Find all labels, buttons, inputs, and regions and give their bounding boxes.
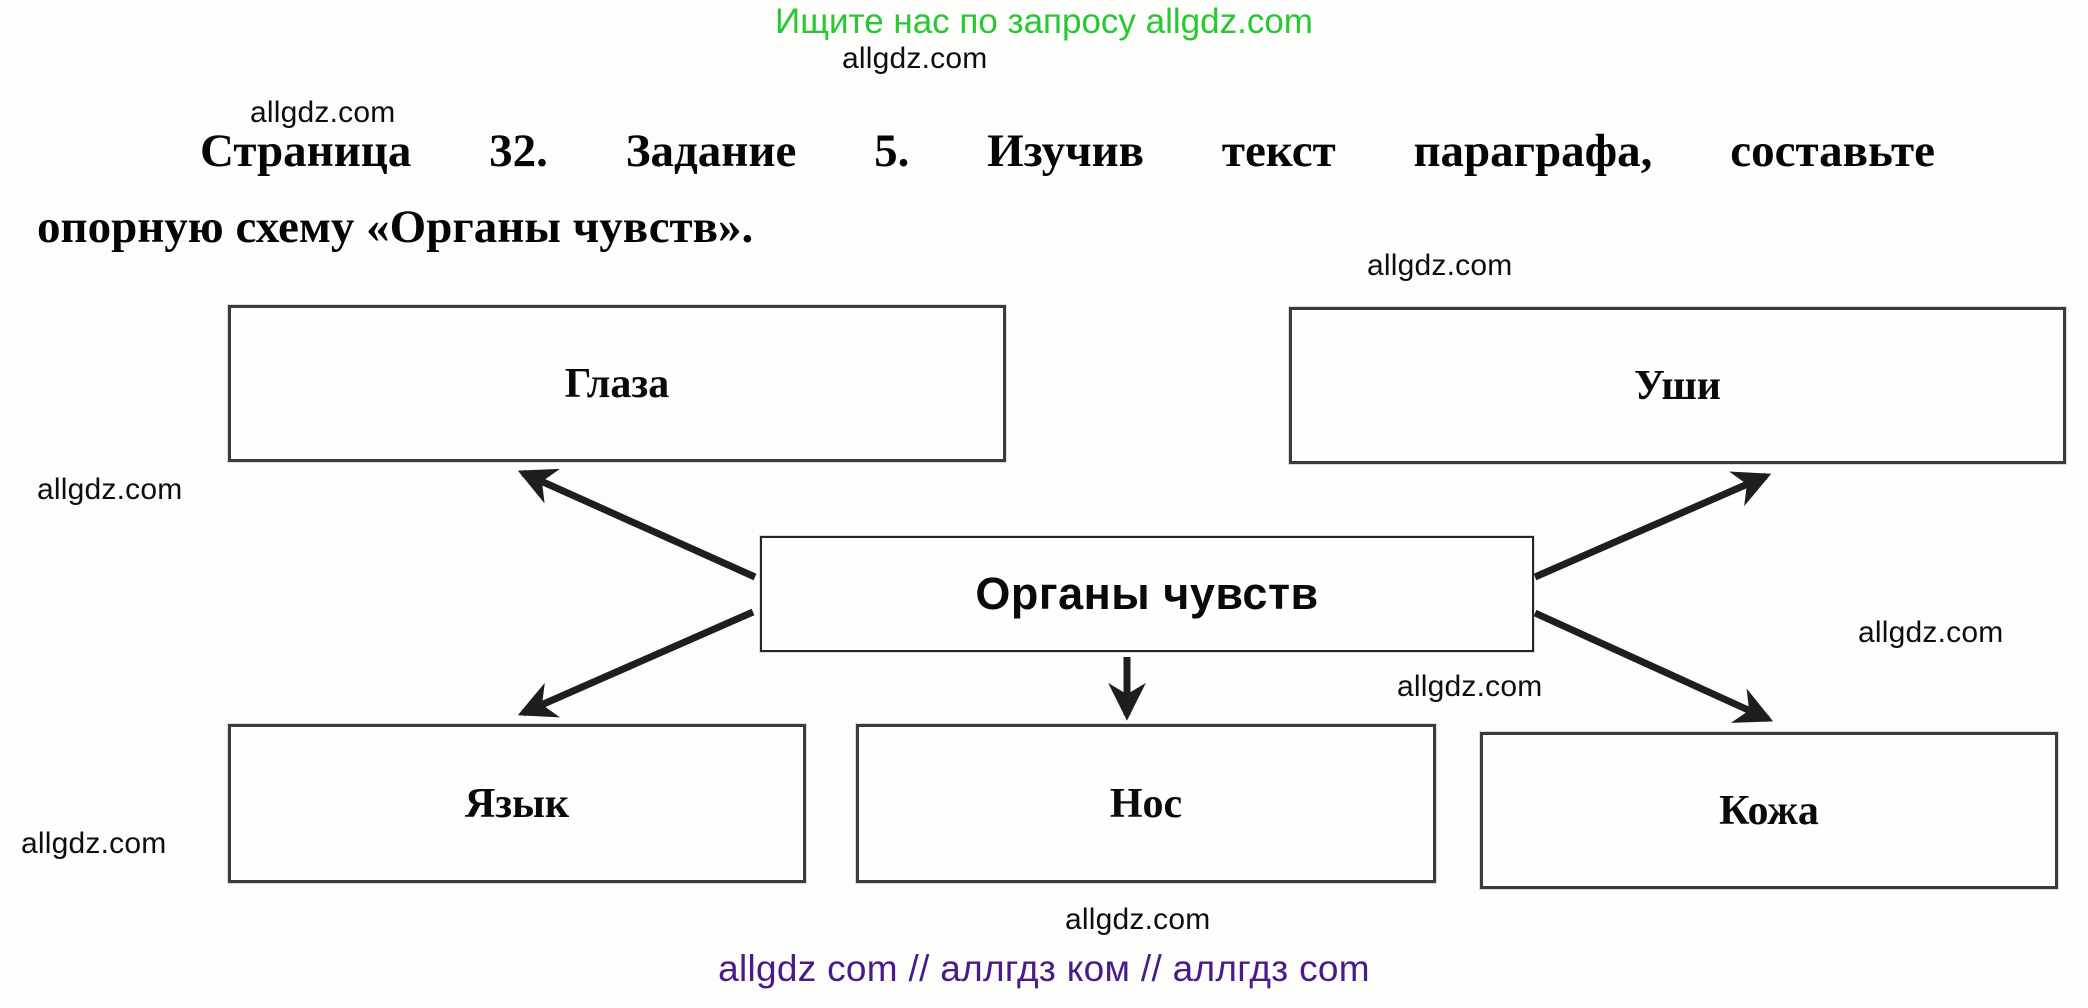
watermark: allgdz.com	[21, 827, 167, 860]
watermark: allgdz.com	[842, 42, 988, 75]
arrow-center-to-yazyk	[517, 608, 755, 718]
node-yazyk-label: Язык	[464, 780, 570, 827]
node-nos-label: Нос	[1109, 780, 1183, 827]
node-kozha: Кожа	[1480, 732, 2058, 889]
node-organy-chuvstv: Органы чувств	[760, 536, 1534, 652]
watermark: allgdz.com	[37, 473, 183, 506]
node-organy-chuvstv-label: Органы чувств	[975, 568, 1319, 619]
watermark: allgdz.com	[1397, 670, 1543, 703]
arrow-center-to-glaza	[517, 468, 757, 581]
node-glaza-label: Глаза	[564, 360, 670, 407]
footer-domains-text: allgdz com // аллгдз ком // аллгдз com	[718, 948, 1370, 989]
arrow-center-to-ushi	[1533, 471, 1772, 581]
task-title-line1: Страница 32. Задание 5. Изучив текст пар…	[200, 125, 1935, 177]
promo-banner-text: Ищите нас по запросу allgdz.com	[775, 2, 1313, 41]
watermark: allgdz.com	[250, 96, 396, 129]
node-kozha-label: Кожа	[1719, 787, 1819, 834]
node-nos: Нос	[856, 724, 1436, 883]
node-yazyk: Язык	[228, 724, 806, 883]
arrow-center-to-kozha	[1533, 609, 1774, 723]
watermark: allgdz.com	[1367, 249, 1513, 282]
task-title-line2: опорную схему «Органы чувств».	[37, 201, 754, 253]
node-ushi-label: Уши	[1633, 362, 1722, 409]
node-glaza: Глаза	[228, 305, 1006, 462]
node-ushi: Уши	[1289, 307, 2066, 464]
watermark: allgdz.com	[1065, 903, 1211, 936]
watermark: allgdz.com	[1858, 616, 2004, 649]
